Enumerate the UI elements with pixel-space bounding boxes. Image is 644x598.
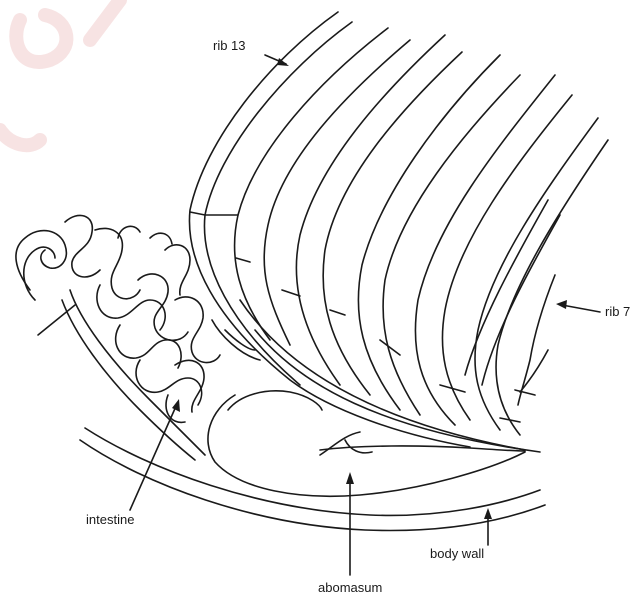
watermark (0, 0, 120, 145)
rib7-label: rib 7 (605, 304, 630, 319)
leader-arrows (130, 55, 600, 575)
rib7-leader (562, 305, 600, 312)
labels: rib 13 rib 7 intestine abomasum body wal… (86, 38, 630, 595)
ribs (189, 12, 608, 452)
body-wall (80, 428, 545, 530)
rib7-arrowhead (556, 300, 567, 309)
intestine-arrowhead (172, 399, 180, 412)
abomasum-arrowhead (346, 472, 354, 484)
body-wall-label: body wall (430, 546, 484, 561)
rib13-label: rib 13 (213, 38, 246, 53)
abomasum (208, 391, 525, 496)
body-wall-arrowhead (484, 508, 492, 519)
abomasum-label: abomasum (318, 580, 382, 595)
intestine (16, 215, 260, 460)
intestine-label: intestine (86, 512, 134, 527)
